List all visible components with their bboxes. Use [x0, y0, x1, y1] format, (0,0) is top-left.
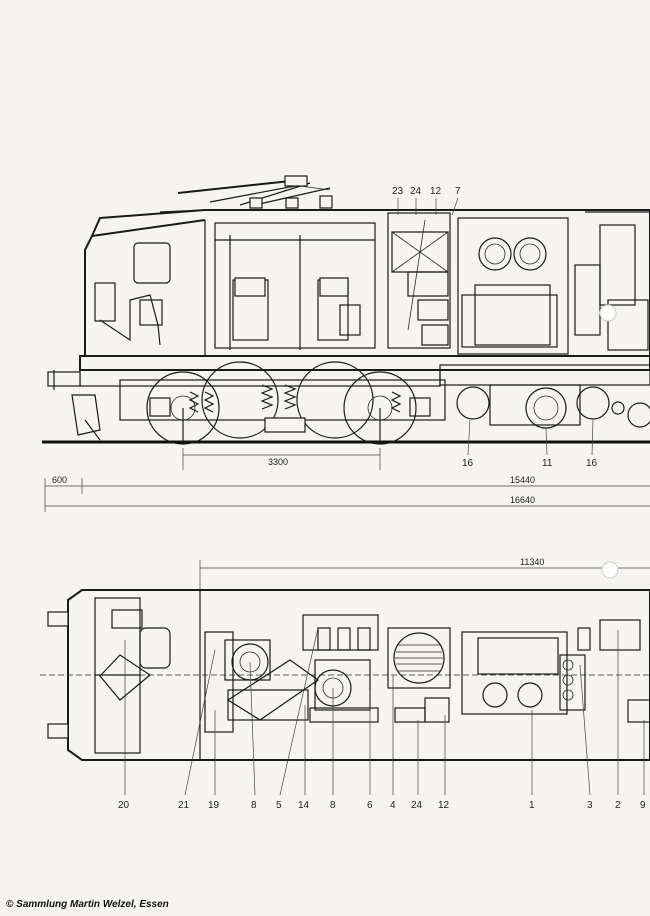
callout-11: 11 — [542, 458, 553, 469]
plan-callout-6: 6 — [367, 800, 373, 811]
plan-callouts: 20 21 19 8 5 14 8 6 4 24 12 1 3 2 9 — [118, 627, 646, 811]
callout-16b: 16 — [586, 458, 598, 469]
plan-callout-24: 24 — [411, 800, 423, 811]
side-elevation — [42, 175, 650, 445]
plan-callout-14: 14 — [298, 800, 310, 811]
callout-24: 24 — [410, 186, 422, 197]
dim-length-buffers: 16640 — [510, 495, 535, 505]
plan-callout-12: 12 — [438, 800, 450, 811]
callout-16a: 16 — [462, 458, 474, 469]
underframe — [79, 355, 650, 371]
side-callouts: 23 24 12 7 16 11 16 — [392, 186, 598, 469]
diesel-engine — [461, 631, 568, 715]
pantograph — [177, 175, 333, 209]
plan-callout-3: 3 — [587, 800, 593, 811]
callout-7: 7 — [455, 186, 461, 197]
cab-window — [133, 242, 171, 284]
radiator-fan — [387, 627, 451, 689]
dim-buffer-offset: 600 — [52, 475, 67, 485]
plan-callout-21: 21 — [178, 800, 190, 811]
dim-plan-length: 11340 — [520, 557, 544, 567]
plan-callout-8a: 8 — [251, 800, 257, 811]
plan-callout-5: 5 — [276, 800, 282, 811]
plan-callout-9: 9 — [640, 800, 646, 811]
cab-body-outline — [84, 209, 650, 357]
plan-view — [40, 589, 650, 761]
credit-line: © Sammlung Martin Welzel, Essen — [6, 899, 169, 910]
plan-callout-19: 19 — [208, 800, 220, 811]
callout-23: 23 — [392, 186, 404, 197]
dim-length-frame: 15440 — [510, 475, 535, 485]
buffer — [47, 371, 81, 387]
plan-callout-4: 4 — [390, 800, 396, 811]
plan-callout-20: 20 — [118, 800, 130, 811]
plan-callout-8b: 8 — [330, 800, 336, 811]
bogie — [119, 361, 446, 445]
plan-callout-2: 2 — [615, 800, 621, 811]
callout-12: 12 — [430, 186, 442, 197]
dimension-lines: 3300 600 15440 16640 11340 — [44, 448, 650, 590]
plan-callout-1: 1 — [529, 800, 535, 811]
dim-wheelbase: 3300 — [268, 457, 288, 467]
plan-body-outline — [67, 589, 650, 761]
